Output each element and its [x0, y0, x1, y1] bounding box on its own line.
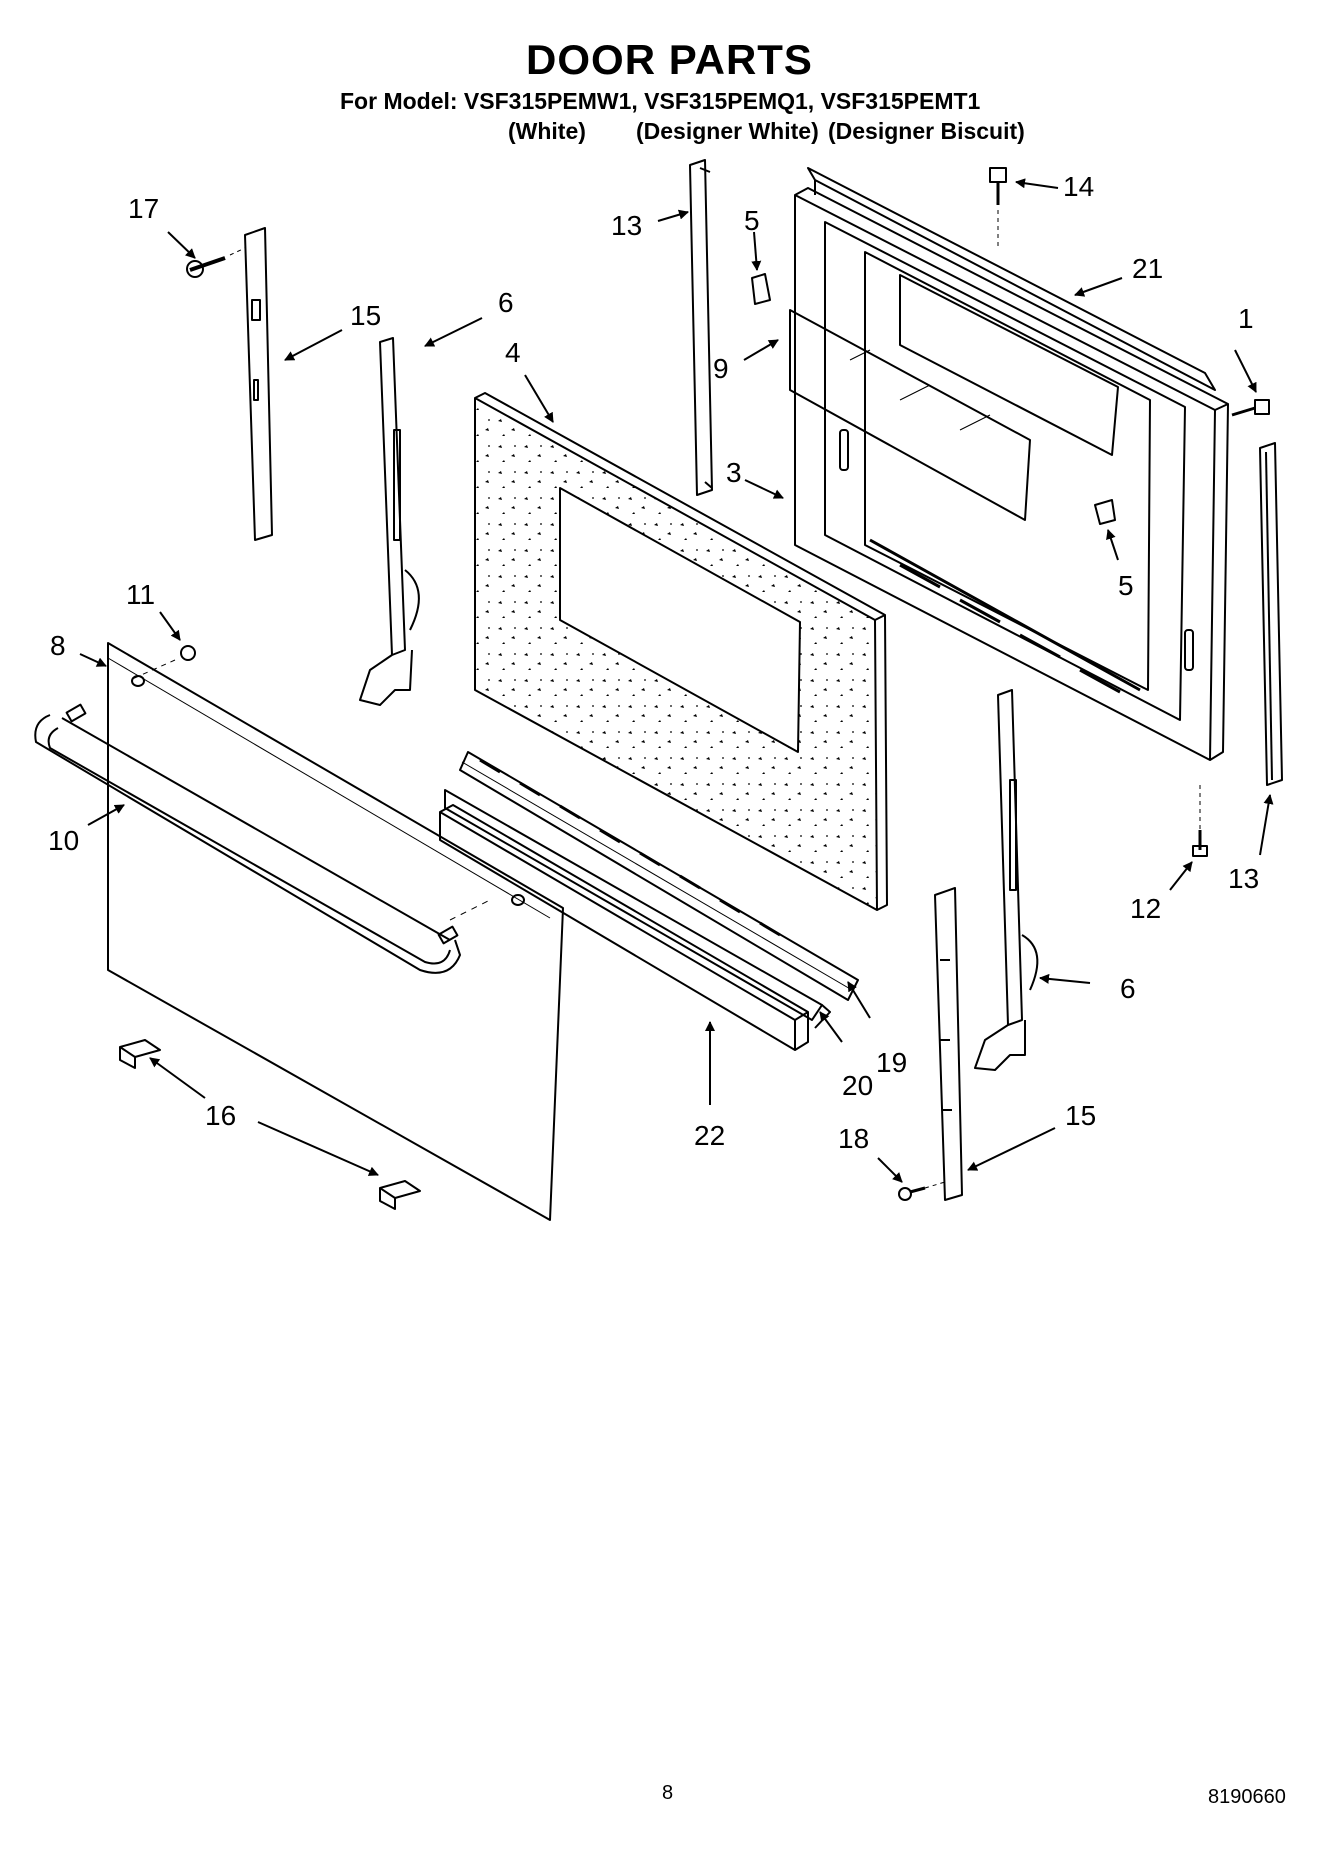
- clip-16-lower: [379, 1180, 421, 1210]
- glass-clip-5-upper: [751, 273, 771, 305]
- glass-clip-5-lower: [1094, 499, 1116, 525]
- callout-4: 4: [505, 337, 521, 368]
- insulation-panel: [474, 392, 888, 911]
- document-number: 8190660: [1208, 1786, 1286, 1808]
- callout-13-right: 13: [1228, 863, 1259, 894]
- callout-3: 3: [726, 457, 742, 488]
- callout-5-upper: 5: [744, 205, 760, 236]
- callout-19: 19: [876, 1047, 907, 1078]
- door-handle: [34, 703, 461, 974]
- screw-1: [1231, 399, 1270, 417]
- leader-arrows: [79, 178, 1274, 1183]
- screw-18: [898, 1181, 946, 1201]
- callout-10: 10: [48, 825, 79, 856]
- screw-17: [186, 247, 246, 278]
- hinge-receptacle-right: [934, 887, 963, 1201]
- callout-12: 12: [1130, 893, 1161, 924]
- callout-1: 1: [1238, 303, 1254, 334]
- callout-14: 14: [1063, 171, 1094, 202]
- variant-designer-white: (Designer White): [636, 118, 819, 144]
- inner-window-glass: [789, 309, 1031, 521]
- callout-11: 11: [126, 579, 155, 610]
- callout-8: 8: [50, 630, 66, 661]
- callout-labels: 1 3 4 5 5 6 6 8 9 10 11 12 13 13 14 15 1…: [48, 171, 1259, 1154]
- variant-white: (White): [508, 118, 586, 144]
- door-hinge-right: [974, 689, 1039, 1071]
- callout-17: 17: [128, 193, 159, 224]
- callout-15-left: 15: [350, 300, 381, 331]
- lower-channel: [459, 751, 859, 1001]
- variant-designer-biscuit: (Designer Biscuit): [828, 118, 1025, 144]
- page-title: DOOR PARTS: [526, 36, 813, 83]
- top-door-trim: [807, 167, 1216, 391]
- callout-6-right: 6: [1120, 973, 1136, 1004]
- callout-6-left: 6: [498, 287, 514, 318]
- callout-13-left: 13: [611, 210, 642, 241]
- door-deflector: [444, 789, 831, 1029]
- callout-21: 21: [1132, 253, 1163, 284]
- spacer-11: [129, 645, 196, 681]
- model-line: For Model: VSF315PEMW1, VSF315PEMQ1, VSF…: [340, 88, 981, 114]
- lower-trim: [439, 804, 809, 1051]
- hinge-receptacle-left: [244, 227, 273, 541]
- page-number: 8: [662, 1782, 674, 1804]
- screw-14: [989, 167, 1007, 250]
- screw-12: [1192, 785, 1208, 857]
- callout-20: 20: [842, 1070, 873, 1101]
- callout-5-lower: 5: [1118, 570, 1134, 601]
- callout-16: 16: [205, 1100, 236, 1131]
- callout-22: 22: [694, 1120, 725, 1151]
- side-rail-left: [689, 159, 713, 496]
- callout-18: 18: [838, 1123, 869, 1154]
- callout-15-right: 15: [1065, 1100, 1096, 1131]
- clip-16-upper: [119, 1039, 161, 1069]
- inner-door-frame: [794, 187, 1229, 761]
- door-hinge-left: [359, 337, 420, 706]
- side-rail-right: [1259, 442, 1283, 786]
- outer-glass-panel: [107, 642, 564, 1221]
- callout-9: 9: [713, 353, 729, 384]
